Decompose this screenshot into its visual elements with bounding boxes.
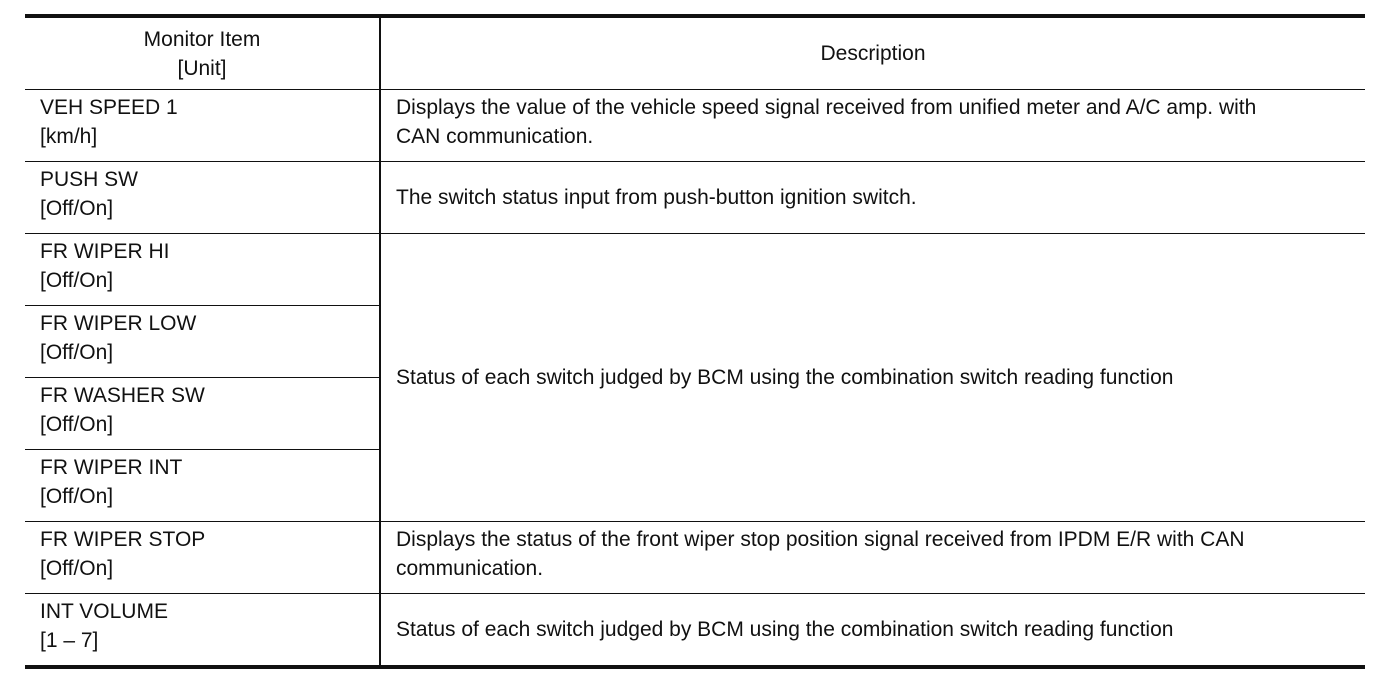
monitor-item-unit: [Off/On] — [40, 341, 114, 364]
monitor-item-cell: VEH SPEED 1 [km/h] — [25, 89, 381, 162]
monitor-item-unit: [Off/On] — [40, 413, 114, 436]
description-cell: Status of each switch judged by BCM usin… — [380, 594, 1365, 668]
monitor-item-cell: INT VOLUME [1 – 7] — [25, 593, 381, 667]
description-text: Displays the value of the vehicle speed … — [396, 96, 1257, 119]
monitor-item-cell: FR WIPER STOP [Off/On] — [25, 521, 381, 594]
description-text: The switch status input from push-button… — [396, 186, 917, 209]
monitor-item-unit: [1 – 7] — [40, 629, 99, 652]
monitor-item-table: Monitor Item [Unit] Description VEH SPEE… — [25, 14, 1365, 669]
monitor-item-name: FR WIPER LOW — [40, 312, 197, 335]
table-header-row: Monitor Item [Unit] Description — [25, 16, 1365, 90]
monitor-item-cell: PUSH SW [Off/On] — [25, 161, 381, 234]
monitor-item-name: FR WASHER SW — [40, 384, 205, 407]
table-row: PUSH SW [Off/On] The switch status input… — [25, 161, 1365, 234]
monitor-item-name: INT VOLUME — [40, 600, 168, 623]
description-cell: Displays the value of the vehicle speed … — [380, 89, 1365, 162]
monitor-item-unit: [Off/On] — [40, 485, 114, 508]
monitor-item-name: FR WIPER HI — [40, 240, 170, 263]
monitor-item-cell: FR WIPER INT [Off/On] — [25, 449, 381, 522]
description-cell: Displays the status of the front wiper s… — [380, 521, 1365, 594]
monitor-item-unit: [Off/On] — [40, 557, 114, 580]
description-text: Status of each switch judged by BCM usin… — [396, 618, 1174, 641]
table-row: FR WIPER INT [Off/On] — [25, 449, 1365, 522]
table-row: FR WIPER STOP [Off/On] Displays the stat… — [25, 521, 1365, 594]
monitor-item-name: FR WIPER STOP — [40, 528, 206, 551]
column-header-unit-label: [Unit] — [177, 56, 227, 80]
description-text: CAN communication. — [396, 125, 594, 148]
description-text: communication. — [396, 557, 544, 580]
table-row: VEH SPEED 1 [km/h] Displays the value of… — [25, 89, 1365, 162]
table-row: INT VOLUME [1 – 7] Status of each switch… — [25, 593, 1365, 668]
description-text: Status of each switch judged by BCM usin… — [396, 366, 1174, 389]
monitor-item-cell: FR WIPER HI [Off/On] — [25, 233, 381, 306]
monitor-item-name: PUSH SW — [40, 168, 139, 191]
table-row: FR WIPER LOW [Off/On] — [25, 305, 1365, 378]
table-row: FR WASHER SW [Off/On] — [25, 377, 1365, 450]
monitor-item-name: FR WIPER INT — [40, 456, 183, 479]
description-cell: The switch status input from push-button… — [380, 161, 1365, 234]
column-header-monitor-item: Monitor Item [Unit] — [25, 16, 381, 90]
table-row: FR WIPER HI [Off/On] Status of each swit… — [25, 233, 1365, 522]
description-text: Displays the status of the front wiper s… — [396, 528, 1245, 551]
monitor-item-cell: FR WASHER SW [Off/On] — [25, 377, 381, 450]
column-header-description: Description — [380, 16, 1365, 90]
description-cell-merged: Status of each switch judged by BCM usin… — [380, 233, 1365, 522]
monitor-item-unit: [Off/On] — [40, 197, 114, 220]
monitor-item-unit: [km/h] — [40, 125, 98, 148]
monitor-item-unit: [Off/On] — [40, 269, 114, 292]
column-header-item-label: Monitor Item — [143, 27, 261, 51]
monitor-item-name: VEH SPEED 1 — [40, 96, 178, 119]
monitor-item-cell: FR WIPER LOW [Off/On] — [25, 305, 381, 378]
